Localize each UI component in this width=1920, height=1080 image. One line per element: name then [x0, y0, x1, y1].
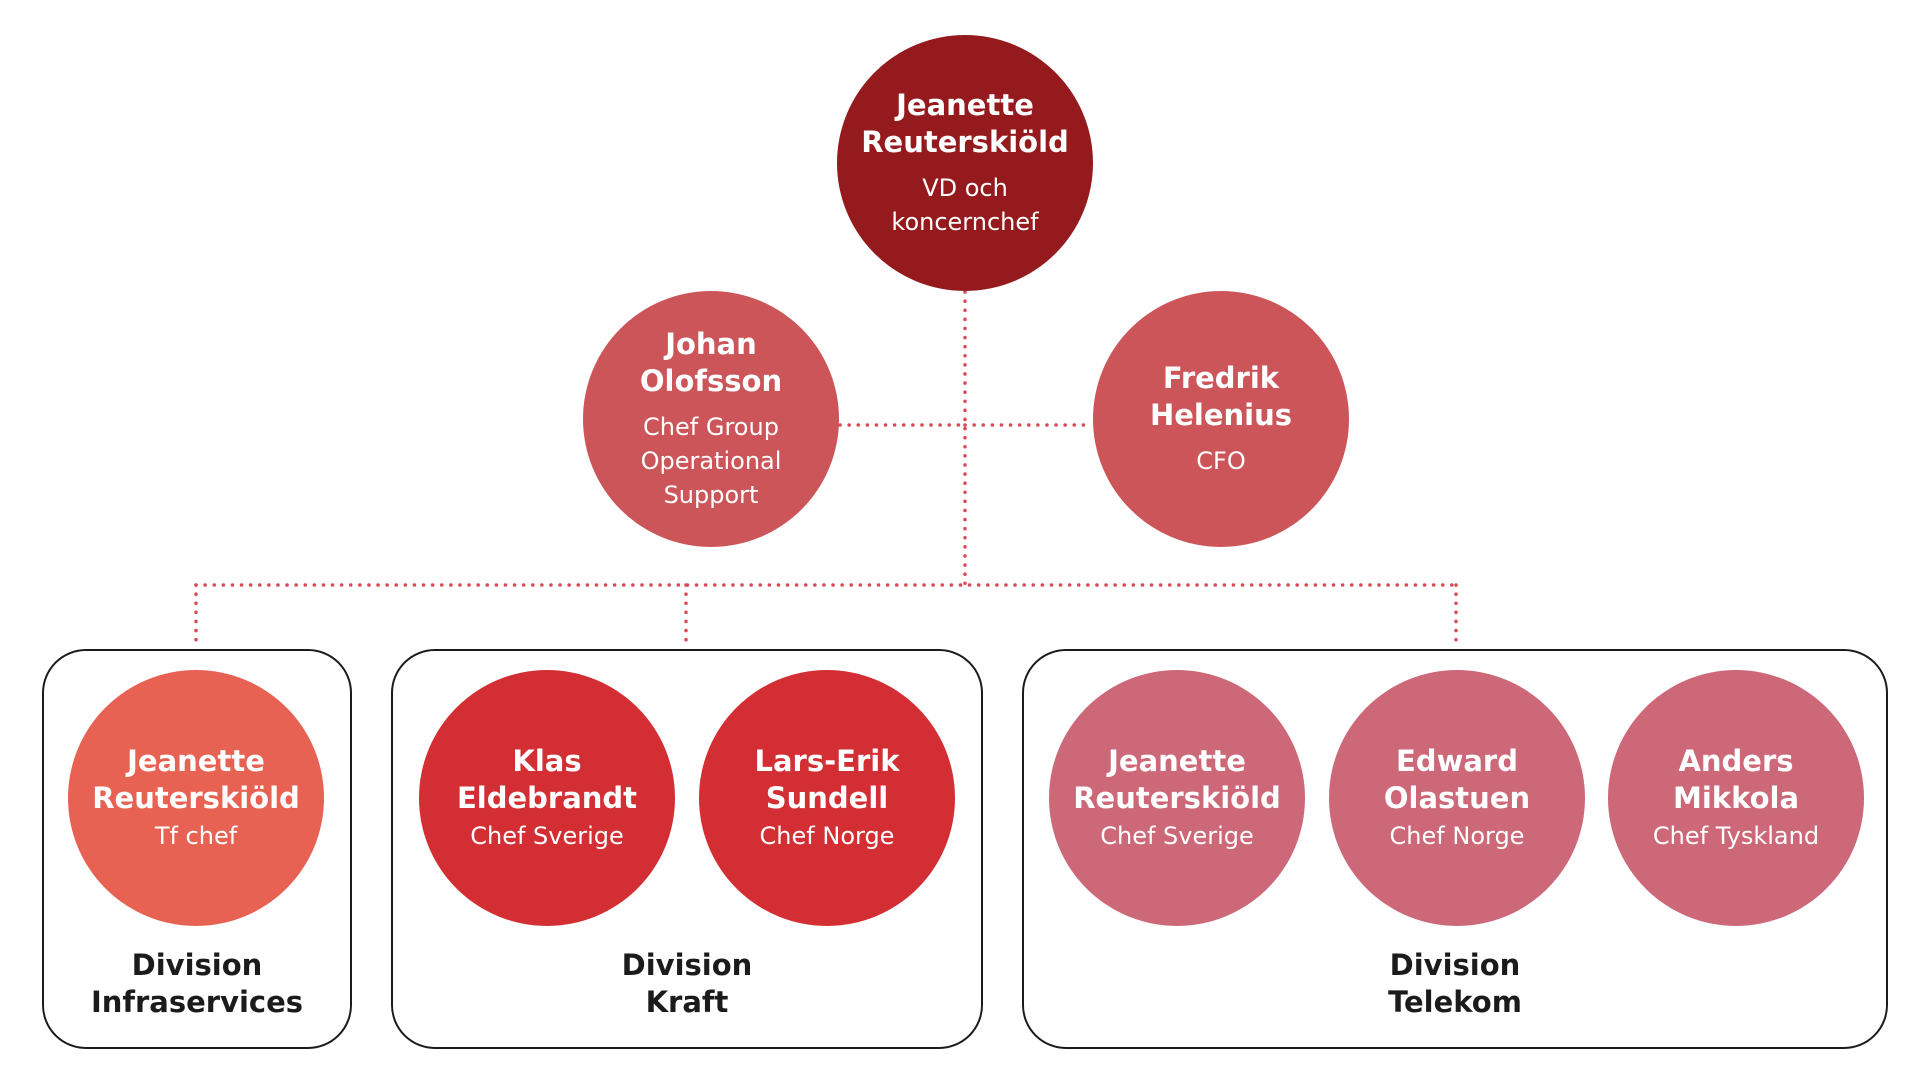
member-name-line2: Eldebrandt — [456, 781, 638, 815]
division-label: Division Telekom — [1024, 947, 1886, 1021]
division-label-line1: Division — [1389, 948, 1521, 982]
telekom-member-node: Edward Olastuen Chef Norge — [1329, 670, 1585, 926]
division-label-line2: Kraft — [645, 985, 729, 1019]
member-name-line2: Sundell — [765, 781, 889, 815]
staff-name-line2: Helenius — [1149, 398, 1293, 432]
ceo-name-line2: Reuterskiöld — [861, 125, 1069, 159]
ceo-role-line2: koncernchef — [891, 208, 1039, 236]
ceo-name: Jeanette Reuterskiöld — [861, 87, 1069, 161]
staff-name-line1: Johan — [665, 327, 757, 361]
member-role: Chef Sverige — [1100, 822, 1254, 850]
member-name: Lars-Erik Sundell — [755, 743, 900, 817]
division-label-line2: Telekom — [1388, 985, 1522, 1019]
member-name-line1: Jeanette — [1108, 744, 1246, 778]
division-infraservices-box: Division Infraservices — [42, 649, 352, 1049]
staff-name: Fredrik Helenius — [1150, 360, 1292, 434]
staff-name-line1: Fredrik — [1162, 361, 1280, 395]
member-name: Klas Eldebrandt — [457, 743, 637, 817]
division-telekom-box: Division Telekom — [1022, 649, 1888, 1049]
member-role: Chef Tyskland — [1652, 822, 1820, 850]
division-kraft-box: Division Kraft — [391, 649, 983, 1049]
member-name-line1: Klas — [512, 744, 582, 778]
member-name: Jeanette Reuterskiöld — [1073, 743, 1281, 817]
member-name-line1: Anders — [1678, 744, 1794, 778]
staff-role-line1: Chef Group — [643, 413, 779, 441]
division-label-line2: Infraservices — [90, 985, 304, 1019]
member-name-line1: Edward — [1396, 744, 1518, 778]
member-name-line2: Reuterskiöld — [1073, 781, 1281, 815]
ceo-role-line1: VD och — [922, 174, 1008, 202]
division-label: Division Kraft — [393, 947, 981, 1021]
staff-role-line3: Support — [663, 481, 759, 509]
member-role: Chef Sverige — [470, 822, 624, 850]
member-name-line1: Jeanette — [127, 744, 265, 778]
ceo-role: VD och koncernchef — [891, 171, 1038, 239]
member-name: Edward Olastuen — [1384, 743, 1530, 817]
member-role: Chef Norge — [1389, 822, 1525, 850]
staff-node-cfo: Fredrik Helenius CFO — [1093, 291, 1349, 547]
member-name: Anders Mikkola — [1673, 743, 1799, 817]
member-role: Tf chef — [154, 822, 238, 850]
division-label: Division Infraservices — [44, 947, 350, 1021]
member-name-line2: Mikkola — [1672, 781, 1800, 815]
member-name-line2: Olastuen — [1383, 781, 1531, 815]
staff-role-line1: CFO — [1196, 447, 1246, 475]
member-role: Chef Norge — [759, 822, 895, 850]
staff-name-line2: Olofsson — [639, 364, 783, 398]
staff-role-line2: Operational — [640, 447, 782, 475]
telekom-member-node: Jeanette Reuterskiöld Chef Sverige — [1049, 670, 1305, 926]
ceo-name-line1: Jeanette — [896, 88, 1034, 122]
ceo-node: Jeanette Reuterskiöld VD och koncernchef — [837, 35, 1093, 291]
telekom-member-node: Anders Mikkola Chef Tyskland — [1608, 670, 1864, 926]
division-label-line1: Division — [621, 948, 753, 982]
staff-node-ops-support: Johan Olofsson Chef Group Operational Su… — [583, 291, 839, 547]
staff-role: CFO — [1196, 444, 1245, 478]
member-name-line2: Reuterskiöld — [92, 781, 300, 815]
kraft-member-node: Lars-Erik Sundell Chef Norge — [699, 670, 955, 926]
member-name-line1: Lars-Erik — [754, 744, 900, 778]
staff-name: Johan Olofsson — [640, 326, 782, 400]
infraservices-member-node: Jeanette Reuterskiöld Tf chef — [68, 670, 324, 926]
member-name: Jeanette Reuterskiöld — [92, 743, 300, 817]
kraft-member-node: Klas Eldebrandt Chef Sverige — [419, 670, 675, 926]
division-label-line1: Division — [131, 948, 263, 982]
staff-role: Chef Group Operational Support — [641, 410, 782, 512]
